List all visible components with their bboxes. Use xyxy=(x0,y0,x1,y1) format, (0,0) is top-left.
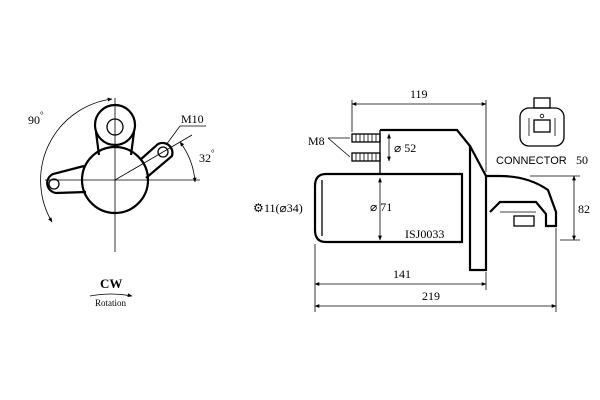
angle-32-arc xyxy=(179,141,197,183)
dim-219-label: 219 xyxy=(422,289,440,303)
motor-body xyxy=(313,172,464,244)
dia71-label: ⌀ 71 xyxy=(370,200,392,214)
teeth-label: 11(⌀34) xyxy=(264,201,303,215)
front-view: 90° 32° M10 CW Rotation xyxy=(28,97,215,308)
rotation-label: Rotation xyxy=(95,298,126,308)
m8-leader-lower xyxy=(327,137,351,158)
dia52-label: ⌀ 52 xyxy=(394,141,416,155)
thread-hatching xyxy=(355,134,377,161)
dim-119-label: 119 xyxy=(410,87,428,101)
m8-label: M8 xyxy=(308,134,325,148)
connector-label: CONNECTOR xyxy=(496,155,567,167)
rotation-direction-label: CW xyxy=(100,276,122,291)
right-mounting-ear xyxy=(139,141,174,179)
left-ear-hole xyxy=(48,178,60,190)
angle-32-label: 32° xyxy=(199,148,215,165)
thread-stud-upper xyxy=(351,133,381,143)
nose-terminal xyxy=(513,215,535,227)
dim-141-label: 141 xyxy=(393,267,411,281)
thread-stud-lower xyxy=(351,152,381,162)
dim-50-label: 50 xyxy=(576,153,588,167)
front-centerline-diagonal xyxy=(114,134,193,181)
angle-90-label: 90° xyxy=(28,110,44,127)
m10-leader xyxy=(165,125,181,146)
right-ear-hole xyxy=(157,146,169,158)
side-view: ⌀ 52 ⌀ 71 M8 ⚙ 11(⌀34) ISJ0033 119 141 2… xyxy=(253,87,590,312)
drive-nose xyxy=(486,174,558,228)
rotation-arrow xyxy=(89,293,133,298)
connector-icon xyxy=(519,97,565,147)
dim-82-label: 82 xyxy=(578,202,590,216)
m10-label: M10 xyxy=(181,112,204,126)
angle-90-arc xyxy=(40,97,113,223)
gear-teeth-icon: ⚙ xyxy=(253,201,264,215)
part-code: ISJ0033 xyxy=(405,227,444,241)
